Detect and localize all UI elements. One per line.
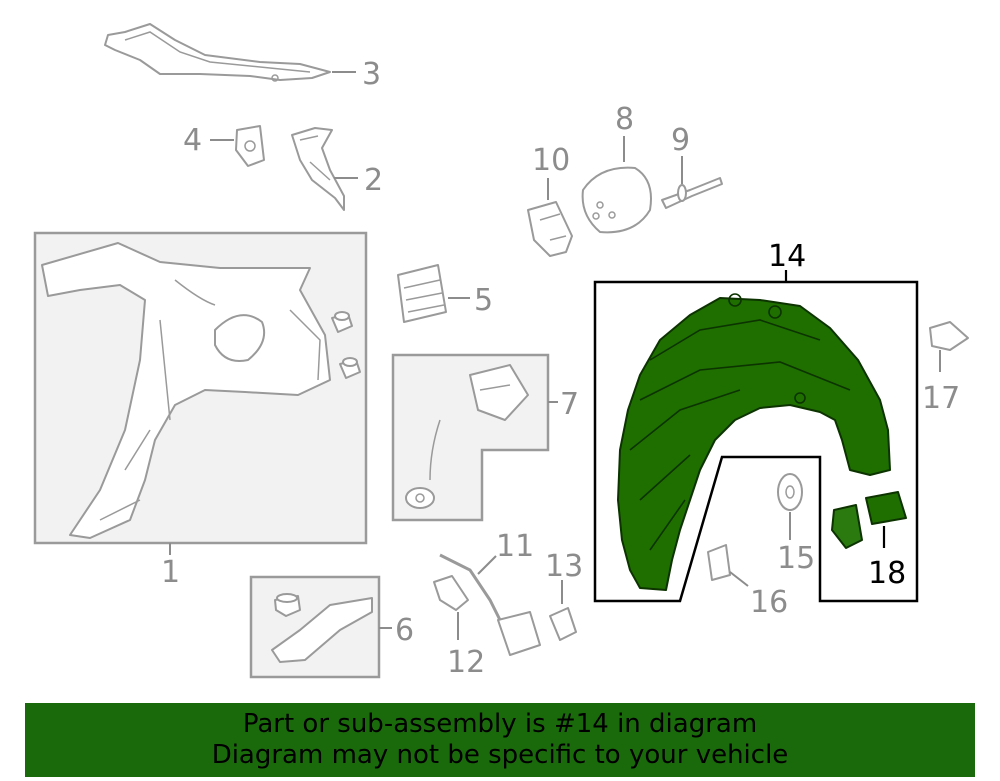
info-banner: Part or sub-assembly is #14 in diagram D… <box>25 703 975 777</box>
callout-12: 12 <box>447 645 485 680</box>
callout-10: 10 <box>532 143 570 178</box>
part-13-clip: 13 <box>545 549 583 641</box>
callout-5: 5 <box>474 283 493 318</box>
callout-18: 18 <box>868 556 906 591</box>
part-16-clip: 16 <box>707 544 788 620</box>
callout-7: 7 <box>560 387 579 422</box>
part-15-clip: 15 <box>777 473 815 576</box>
callout-3: 3 <box>362 57 381 92</box>
part-9-pin: 9 <box>661 123 723 209</box>
callout-16: 16 <box>750 585 788 620</box>
callout-15: 15 <box>777 541 815 576</box>
callout-11: 11 <box>496 529 534 564</box>
part-14-wheelhouse-liner: 14 <box>593 239 919 603</box>
banner-line-1: Part or sub-assembly is #14 in diagram <box>242 709 758 739</box>
part-3-rail: 3 <box>104 23 381 92</box>
callout-4: 4 <box>183 123 202 158</box>
part-11-harness: 11 <box>439 529 541 656</box>
part-18-clip: 18 <box>831 491 907 591</box>
part-4-bracket: 4 <box>183 123 265 167</box>
callout-6: 6 <box>395 613 414 648</box>
callout-17: 17 <box>922 381 960 416</box>
part-17-retainer: 17 <box>922 321 969 416</box>
callout-14: 14 <box>768 239 806 274</box>
part-8-fuel-door: 8 <box>581 102 652 234</box>
leader-16 <box>729 571 749 587</box>
callout-8: 8 <box>615 102 634 137</box>
callout-9: 9 <box>671 123 690 158</box>
callout-1: 1 <box>161 555 180 590</box>
part-1-quarter-panel: 1 <box>33 231 368 590</box>
part-6-bracket-kit: 6 <box>249 575 414 679</box>
banner-line-2: Diagram may not be specific to your vehi… <box>211 740 789 770</box>
part-5-pocket: 5 <box>397 264 493 323</box>
part-2-bracket: 2 <box>291 127 383 211</box>
part-10-actuator: 10 <box>527 143 573 257</box>
leader-11 <box>477 555 497 575</box>
callout-2: 2 <box>364 163 383 198</box>
plug-parts <box>331 311 361 379</box>
callout-13: 13 <box>545 549 583 584</box>
part-12-connector: 12 <box>433 575 485 680</box>
part-7-housing: 7 <box>391 353 579 522</box>
